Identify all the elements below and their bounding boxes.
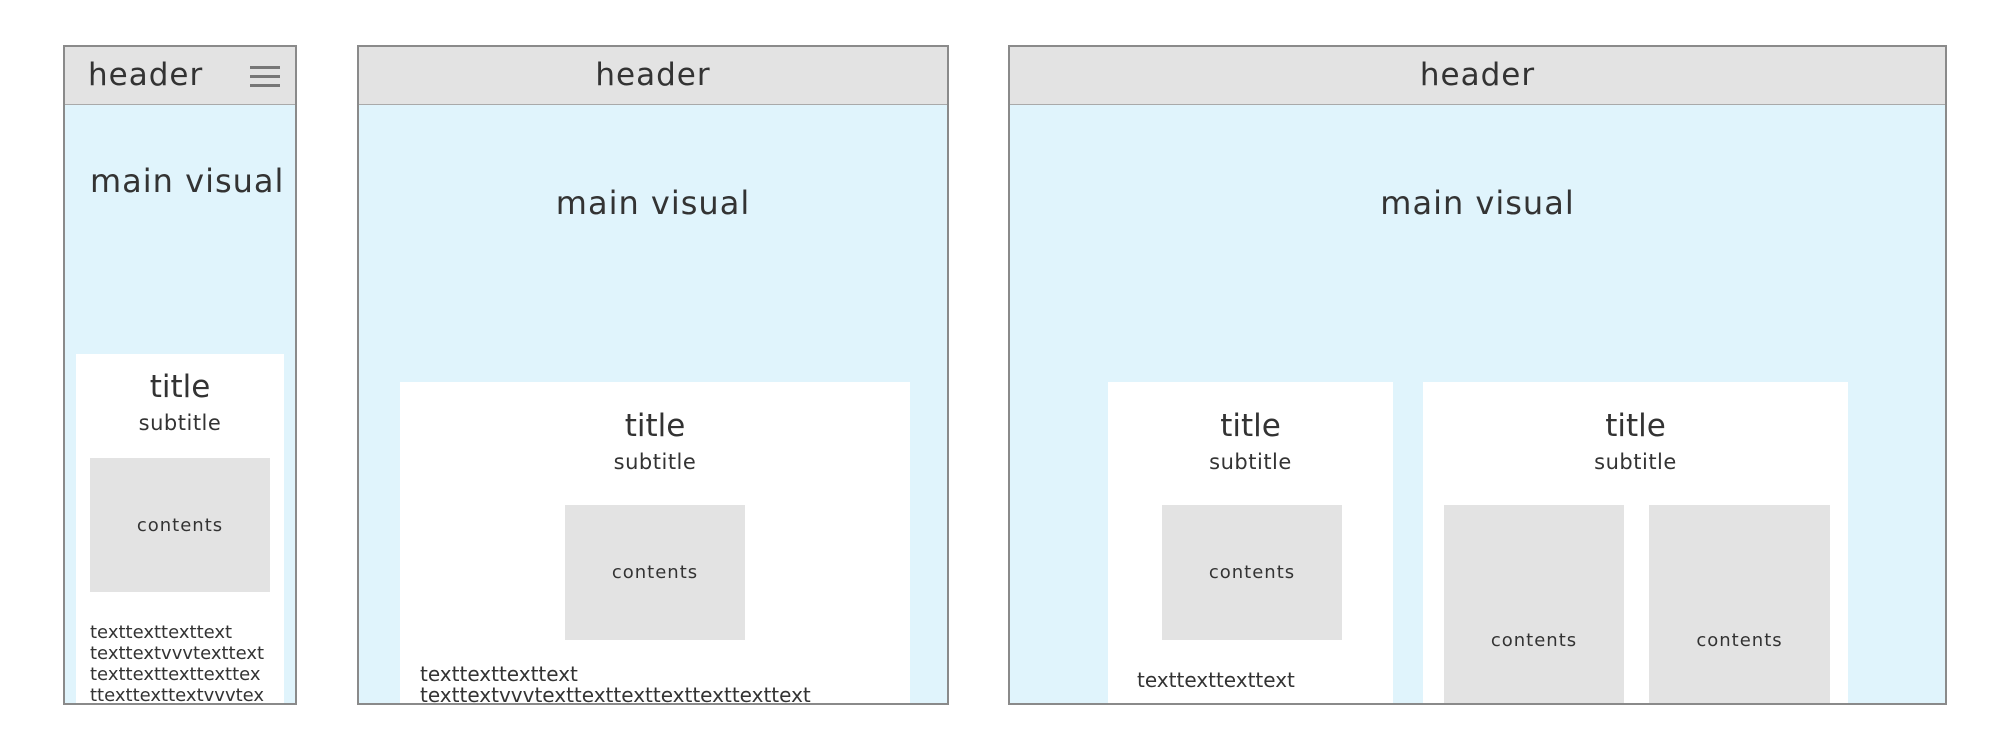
tablet-main-visual-label: main visual [555, 184, 751, 222]
text-line: texttexttexttexttex [90, 664, 261, 685]
desktop-right-card-subtitle: subtitle [1594, 450, 1677, 474]
text-line: texttexttexttext [420, 662, 578, 686]
tablet-card-subtitle: subtitle [613, 450, 697, 474]
desktop-right-contents-box-2: contents [1649, 505, 1830, 703]
desktop-right-contents-box-1: contents [1444, 505, 1624, 703]
desktop-header: header [1010, 47, 1945, 105]
text-line: ttexttexttextvvvtex [90, 685, 265, 705]
mobile-main-visual-label: main visual [90, 162, 285, 200]
mobile-header-label: header [88, 57, 204, 93]
mobile-card-text: texttexttexttext texttextvvvtexttext tex… [90, 622, 265, 705]
desktop-right-card-title: title [1605, 408, 1666, 444]
tablet-contents-box: contents [565, 505, 745, 640]
tablet-card: title subtitle contents texttexttexttext… [400, 382, 910, 705]
desktop-wireframe: header main visual title subtitle conten… [1008, 45, 1947, 705]
desktop-main-visual-label: main visual [1380, 184, 1575, 222]
desktop-card-right: title subtitle contents contents [1423, 382, 1848, 703]
hamburger-menu-icon[interactable] [250, 66, 280, 88]
tablet-card-title: title [624, 408, 686, 444]
mobile-card-subtitle: subtitle [138, 411, 222, 435]
text-line: texttextvvvtexttext [90, 643, 265, 664]
desktop-left-card-text: texttexttexttext [1137, 668, 1295, 692]
text-line: texttexttexttext [90, 622, 233, 643]
text-line: texttextvvvtexttexttexttexttexttexttext [420, 683, 811, 705]
tablet-header: header [359, 47, 947, 105]
desktop-left-contents-box: contents [1162, 505, 1342, 640]
tablet-card-text: texttexttexttext texttextvvvtexttexttext… [420, 662, 811, 705]
mobile-wireframe: header main visual title subtitle conten… [63, 45, 297, 705]
mobile-header: header [65, 47, 295, 105]
tablet-wireframe: header main visual title subtitle conten… [357, 45, 949, 705]
desktop-left-card-subtitle: subtitle [1209, 450, 1292, 474]
desktop-left-card-title: title [1220, 408, 1281, 444]
mobile-contents-box: contents [90, 458, 270, 592]
mobile-card: title subtitle contents texttexttexttext… [76, 354, 284, 705]
desktop-card-left: title subtitle contents texttexttexttext [1108, 382, 1393, 703]
mobile-card-title: title [149, 369, 211, 405]
